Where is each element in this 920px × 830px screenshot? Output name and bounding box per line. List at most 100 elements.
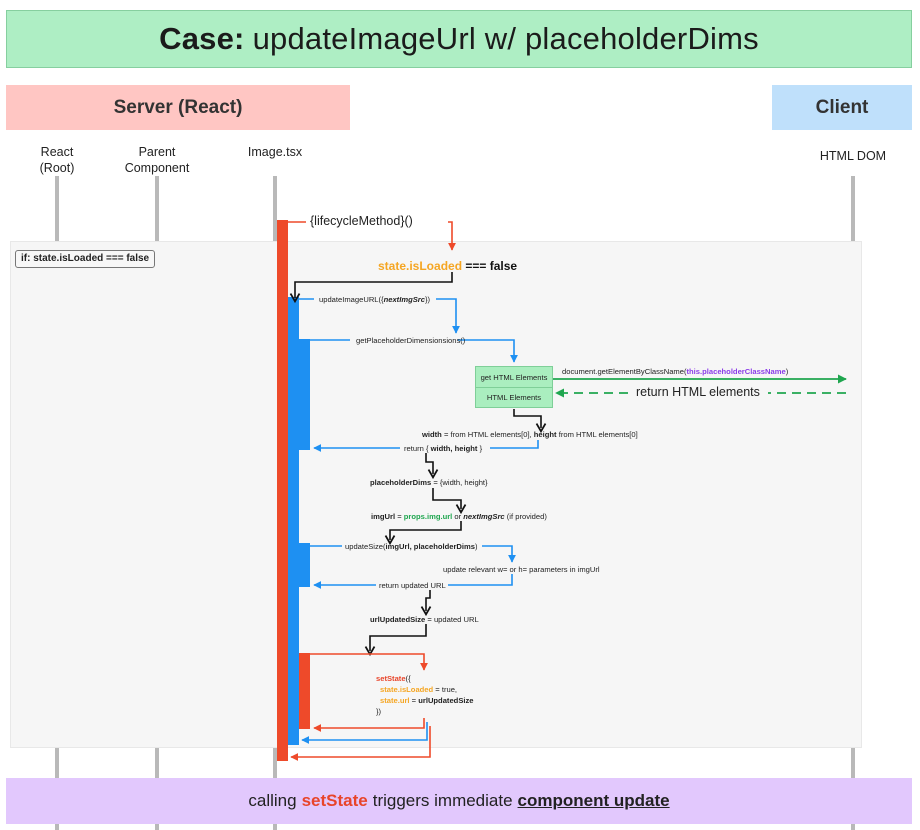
text-part: ({ xyxy=(405,674,411,683)
server-lane-header: Server (React) xyxy=(6,85,350,130)
msg-update-relevant: update relevant w= or h= parameters in i… xyxy=(443,565,600,574)
setstate-line-4: }) xyxy=(376,706,474,717)
text-part: nextImgSrc xyxy=(463,512,505,521)
msg-doc-call: document.getElementByClassName(this.plac… xyxy=(562,367,788,376)
text-part: props.img.url xyxy=(403,512,453,521)
lifeline-label-image: Image.tsx xyxy=(247,145,303,159)
text-part: urlUpdatedSize xyxy=(370,615,426,624)
activation-lifecycle xyxy=(277,220,288,761)
lifeline-label-line: Component xyxy=(124,161,190,175)
text-part: = from HTML elements[0], xyxy=(443,430,532,439)
activation-update-image-url xyxy=(288,297,299,745)
text-part: updateSize( xyxy=(345,542,386,551)
text-part: updateImageURL({ xyxy=(319,295,384,304)
footer-component-update: component update xyxy=(517,791,670,810)
condition-label: if: state.isLoaded === false xyxy=(15,250,156,268)
text-part: = true, xyxy=(435,685,458,694)
msg-placeholder-dims: placeholderDims = {width, height} xyxy=(370,478,488,487)
footer-banner: calling setState triggers immediate comp… xyxy=(6,778,912,824)
msg-update-image-url: updateImageURL({nextImgSrc}) xyxy=(319,295,430,304)
title-text: updateImageUrl w/ placeholderDims xyxy=(252,21,759,56)
arrow-return-update-url xyxy=(301,722,428,744)
arrow-set-state xyxy=(310,653,428,671)
msg-imgurl: imgUrl = props.img.url or nextImgSrc (if… xyxy=(371,512,547,521)
text-part: state.url xyxy=(380,696,410,705)
arrow-return-wh xyxy=(314,440,539,448)
msg-width-height: width = from HTML elements[0], height fr… xyxy=(422,430,638,439)
text-part: nextImgSrc xyxy=(383,295,425,304)
text-part: ) xyxy=(475,542,478,551)
text-part: = {width, height} xyxy=(433,478,488,487)
text-part: = xyxy=(397,512,402,521)
lifeline-label-parent: Parent Component xyxy=(117,144,197,176)
arrow-return-updated xyxy=(314,574,513,585)
arrow-lifecycle xyxy=(288,221,452,250)
text-part: = xyxy=(411,696,417,705)
activation-get-dims xyxy=(299,339,310,450)
msg-get-dims: getPlaceholderDimensionsions() xyxy=(356,336,466,345)
text-part: state.isLoaded xyxy=(380,685,434,694)
text-part: height xyxy=(533,430,557,439)
page-title: Case: updateImageUrl w/ placeholderDims xyxy=(6,10,912,68)
text-part: setState xyxy=(376,674,406,683)
activation-set-state xyxy=(299,653,310,729)
lifeline-label-dom: HTML DOM xyxy=(819,149,887,163)
footer-setstate: setState xyxy=(301,791,368,810)
arrow-get-dims xyxy=(310,339,514,362)
footer-text: triggers immediate xyxy=(372,791,513,810)
lifeline-label-line: Parent xyxy=(138,145,176,159)
text-part: or xyxy=(454,512,462,521)
text-part: width, height xyxy=(430,444,478,453)
footer-text: calling xyxy=(248,791,297,810)
setstate-line-2: state.isLoaded = true, xyxy=(376,684,474,695)
condition-frame xyxy=(10,241,862,748)
arrow-to-setstate-frame xyxy=(364,624,427,657)
arrow-return-setstate xyxy=(313,718,425,732)
arrow-to-updsize xyxy=(384,521,462,546)
isloaded-false: === false xyxy=(465,259,518,273)
arrow-update-url xyxy=(299,298,456,333)
text-part: }) xyxy=(376,707,382,716)
text-part: return { xyxy=(404,444,429,453)
setstate-line-1: setState({ xyxy=(376,673,474,684)
text-part: = updated URL xyxy=(427,615,479,624)
text-part: imgUrl xyxy=(371,512,396,521)
text-part: this.placeholderClassName xyxy=(686,367,786,376)
msg-return-html: return HTML elements xyxy=(636,385,760,399)
text-part: from HTML elements[0] xyxy=(558,430,638,439)
msg-url-updated-size: urlUpdatedSize = updated URL xyxy=(370,615,479,624)
setstate-line-3: state.url = urlUpdatedSize xyxy=(376,695,474,706)
get-html-elements-box: get HTML Elements xyxy=(475,366,553,388)
arrow-to-pdims xyxy=(425,453,439,480)
text-part: imgUrl, placeholderDims xyxy=(385,542,475,551)
msg-lifecycle: {lifecycleMethod}() xyxy=(310,214,413,228)
activation-update-size xyxy=(299,543,310,587)
arrow-html-to-width xyxy=(513,409,547,434)
text-part: }) xyxy=(424,295,431,304)
msg-update-size: updateSize(imgUrl, placeholderDims) xyxy=(345,542,478,551)
text-part: placeholderDims xyxy=(370,478,432,487)
text-part: (if provided) xyxy=(506,512,547,521)
arrow-to-urlupd xyxy=(420,590,432,617)
lifeline-label-line: React xyxy=(40,145,74,159)
isloaded-state: state.isLoaded xyxy=(378,259,463,273)
text-part: ) xyxy=(785,367,789,376)
msg-set-state: setState({ state.isLoaded = true, state.… xyxy=(376,673,474,717)
title-prefix: Case: xyxy=(159,21,245,56)
lifeline-label-line: (Root) xyxy=(39,161,75,175)
lifeline-label-react-root: React (Root) xyxy=(27,144,87,176)
arrow-update-size xyxy=(310,545,512,562)
arrow-to-imgurl xyxy=(432,488,467,515)
text-part: urlUpdatedSize xyxy=(418,696,474,705)
client-lane-header: Client xyxy=(772,85,912,130)
msg-isloaded: state.isLoaded === false xyxy=(378,259,517,273)
text-part: } xyxy=(479,444,483,453)
arrow-isloaded-to-update xyxy=(289,272,453,304)
msg-return-updated-url: return updated URL xyxy=(379,581,446,590)
text-part: document.getElementByClassName( xyxy=(562,367,687,376)
text-part: width xyxy=(422,430,442,439)
html-elements-box: HTML Elements xyxy=(475,387,553,408)
msg-return-wh: return { width, height } xyxy=(404,444,482,453)
arrow-return-lifecycle xyxy=(290,726,431,761)
